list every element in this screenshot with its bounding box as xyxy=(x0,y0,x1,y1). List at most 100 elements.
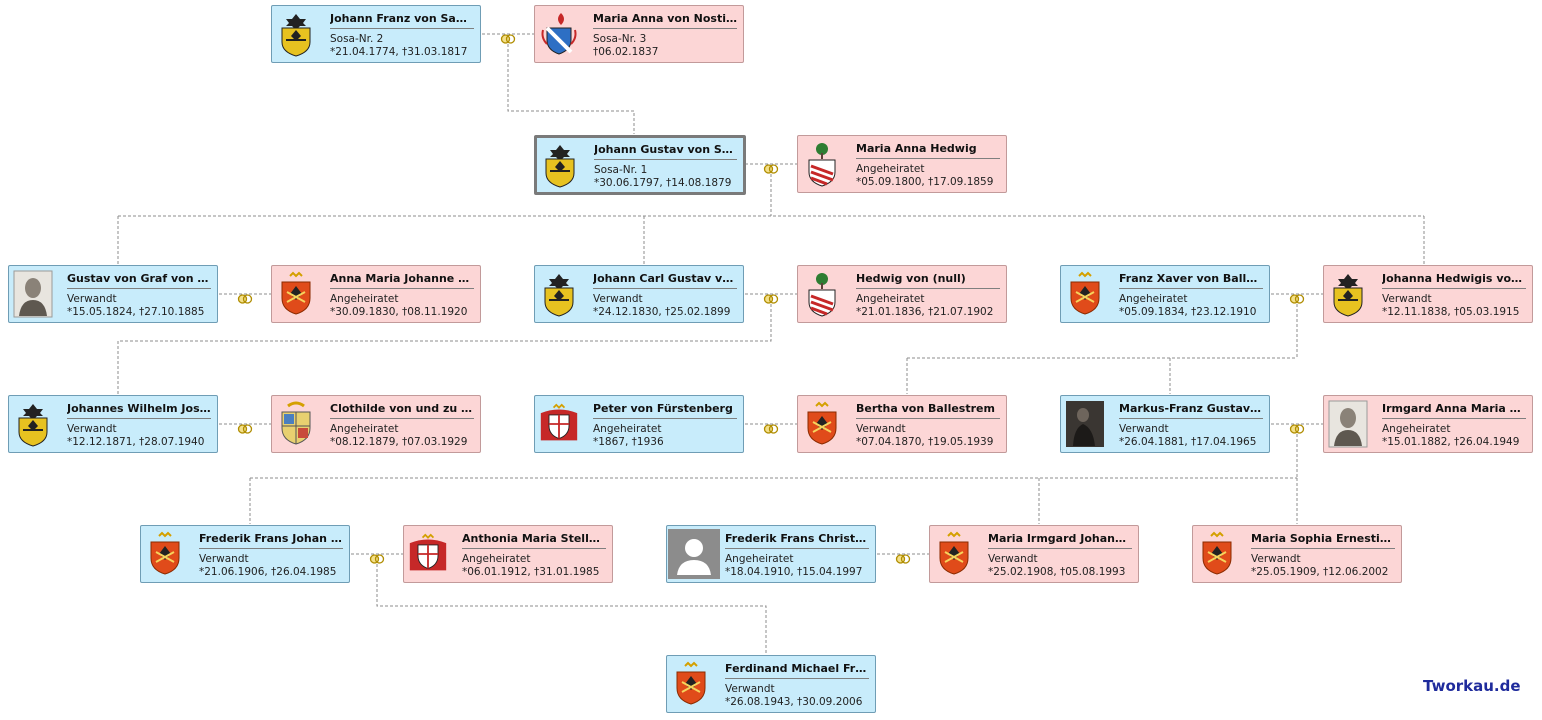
card-divider xyxy=(199,548,343,549)
person-dates: †06.02.1837 xyxy=(593,46,659,58)
person-name: Anthonia Maria Stella ... xyxy=(462,532,606,545)
person-card[interactable]: Clothilde von und zu S...Angeheiratet*08… xyxy=(271,395,481,453)
person-dates: *12.11.1838, †05.03.1915 xyxy=(1382,306,1520,318)
card-divider xyxy=(67,288,211,289)
person-dates: *15.01.1882, †26.04.1949 xyxy=(1382,436,1520,448)
person-card[interactable]: Johannes Wilhelm Josef...Verwandt*12.12.… xyxy=(8,395,218,453)
person-dates: *26.08.1943, †30.09.2006 xyxy=(725,696,863,708)
person-name: Franz Xaver von Balles... xyxy=(1119,272,1263,285)
card-divider xyxy=(725,548,869,549)
person-dates: *21.04.1774, †31.03.1817 xyxy=(330,46,468,58)
person-role: Angeheiratet xyxy=(593,423,662,435)
person-card[interactable]: Markus-Franz Gustav Vi...Verwandt*26.04.… xyxy=(1060,395,1270,453)
marriage-rings-icon[interactable] xyxy=(895,549,911,564)
person-role: Angeheiratet xyxy=(1119,293,1188,305)
card-divider xyxy=(988,548,1132,549)
person-card[interactable]: Johann Carl Gustav von...Verwandt*24.12.… xyxy=(534,265,744,323)
person-role: Angeheiratet xyxy=(856,293,925,305)
card-divider xyxy=(856,288,1000,289)
card-divider xyxy=(593,288,737,289)
person-card[interactable]: Anna Maria Johanne Kat... Angeheiratet*30… xyxy=(271,265,481,323)
coat-of-arms-red-eagle-icon xyxy=(671,660,711,708)
person-name: Johannes Wilhelm Josef... xyxy=(67,402,211,415)
marriage-rings-icon[interactable] xyxy=(369,549,385,564)
person-dates: *18.04.1910, †15.04.1997 xyxy=(725,566,863,578)
person-card[interactable]: Anthonia Maria Stella ... Angeheiratet*06… xyxy=(403,525,613,583)
person-card[interactable]: Johann Franz von Saurm...Sosa-Nr. 2*21.0… xyxy=(271,5,481,63)
marriage-rings-icon[interactable] xyxy=(1289,289,1305,304)
card-divider xyxy=(1119,288,1263,289)
card-divider xyxy=(1382,418,1526,419)
person-dates: *30.09.1830, †08.11.1920 xyxy=(330,306,468,318)
watermark-logo-text: Tworkau.de xyxy=(1423,677,1521,695)
person-card[interactable]: Maria Irmgard Johanna ...Verwandt*25.02.… xyxy=(929,525,1139,583)
coat-of-arms-eagle-icon xyxy=(13,400,53,448)
person-role: Verwandt xyxy=(988,553,1038,565)
portrait-photo-dark-icon xyxy=(1065,400,1105,448)
person-dates: *05.09.1834, †23.12.1910 xyxy=(1119,306,1257,318)
person-role: Verwandt xyxy=(725,683,775,695)
coat-of-arms-red-eagle-icon xyxy=(1197,530,1237,578)
coat-of-arms-eagle-icon xyxy=(276,10,316,58)
person-role: Angeheiratet xyxy=(330,293,399,305)
person-name: Johann Carl Gustav von... xyxy=(593,272,737,285)
person-name: Frederik Frans Johan W... xyxy=(199,532,343,545)
marriage-rings-icon[interactable] xyxy=(237,289,253,304)
person-dates: *05.09.1800, †17.09.1859 xyxy=(856,176,994,188)
marriage-rings-icon[interactable] xyxy=(763,289,779,304)
person-name: Clothilde von und zu S... xyxy=(330,402,474,415)
person-card[interactable]: Johann Gustav von Saur...Sosa-Nr. 1*30.0… xyxy=(534,135,746,195)
coat-of-arms-red-eagle-icon xyxy=(934,530,974,578)
marriage-rings-icon[interactable] xyxy=(1289,419,1305,434)
person-name: Hedwig von (null) xyxy=(856,272,966,285)
person-card[interactable]: Johanna Hedwigis von S...Verwandt*12.11.… xyxy=(1323,265,1533,323)
person-name: Maria Anna Hedwig xyxy=(856,142,977,155)
person-card[interactable]: Frederik Frans Christi...Angeheiratet*18… xyxy=(666,525,876,583)
person-dates: *24.12.1830, †25.02.1899 xyxy=(593,306,731,318)
person-card[interactable]: Ferdinand Michael Fran... Verwandt*26.08.… xyxy=(666,655,876,713)
coat-of-arms-blue-shield-icon xyxy=(539,10,579,58)
person-name: Johann Gustav von Saur... xyxy=(594,143,737,156)
card-divider xyxy=(330,418,474,419)
person-dates: *30.06.1797, †14.08.1879 xyxy=(594,177,732,189)
person-card[interactable]: Irmgard Anna Maria Ern...Angeheiratet*15… xyxy=(1323,395,1533,453)
marriage-rings-icon[interactable] xyxy=(763,159,779,174)
person-card[interactable]: Franz Xaver von Balles... Angeheiratet*05… xyxy=(1060,265,1270,323)
coat-of-arms-quartered-icon xyxy=(276,400,316,448)
coat-of-arms-mantle-icon xyxy=(408,530,448,578)
coat-of-arms-red-eagle-icon xyxy=(145,530,185,578)
portrait-photo-icon xyxy=(1328,400,1368,448)
person-name: Maria Irmgard Johanna ... xyxy=(988,532,1132,545)
person-role: Angeheiratet xyxy=(330,423,399,435)
person-dates: *25.05.1909, †12.06.2002 xyxy=(1251,566,1389,578)
coat-of-arms-eagle-icon xyxy=(539,270,579,318)
marriage-rings-icon[interactable] xyxy=(237,419,253,434)
card-divider xyxy=(593,28,737,29)
coat-of-arms-red-eagle-icon xyxy=(1065,270,1105,318)
person-role: Verwandt xyxy=(1251,553,1301,565)
marriage-rings-icon[interactable] xyxy=(500,29,516,44)
person-name: Anna Maria Johanne Kat... xyxy=(330,272,474,285)
coat-of-arms-eagle-icon xyxy=(540,141,580,189)
person-role: Verwandt xyxy=(67,293,117,305)
person-card[interactable]: Hedwig von (null)Angeheiratet*21.01.1836… xyxy=(797,265,1007,323)
person-role: Angeheiratet xyxy=(462,553,531,565)
person-name: Peter von Fürstenberg xyxy=(593,402,733,415)
marriage-rings-icon[interactable] xyxy=(763,419,779,434)
person-name: Ferdinand Michael Fran... xyxy=(725,662,869,675)
person-card[interactable]: Maria Sophia Ernestine...Verwandt*25.05.… xyxy=(1192,525,1402,583)
person-card[interactable]: Gustav von Graf von Sa...Verwandt*15.05.… xyxy=(8,265,218,323)
card-divider xyxy=(462,548,606,549)
person-role: Verwandt xyxy=(67,423,117,435)
card-divider xyxy=(67,418,211,419)
coat-of-arms-red-eagle-icon xyxy=(802,400,842,448)
person-dates: *21.06.1906, †26.04.1985 xyxy=(199,566,337,578)
card-divider xyxy=(593,418,737,419)
person-card[interactable]: Maria Anna von Nostitz...Sosa-Nr. 3†06.0… xyxy=(534,5,744,63)
person-role: Angeheiratet xyxy=(725,553,794,565)
person-card[interactable]: Frederik Frans Johan W...Verwandt*21.06.… xyxy=(140,525,350,583)
person-dates: *06.01.1912, †31.01.1985 xyxy=(462,566,600,578)
